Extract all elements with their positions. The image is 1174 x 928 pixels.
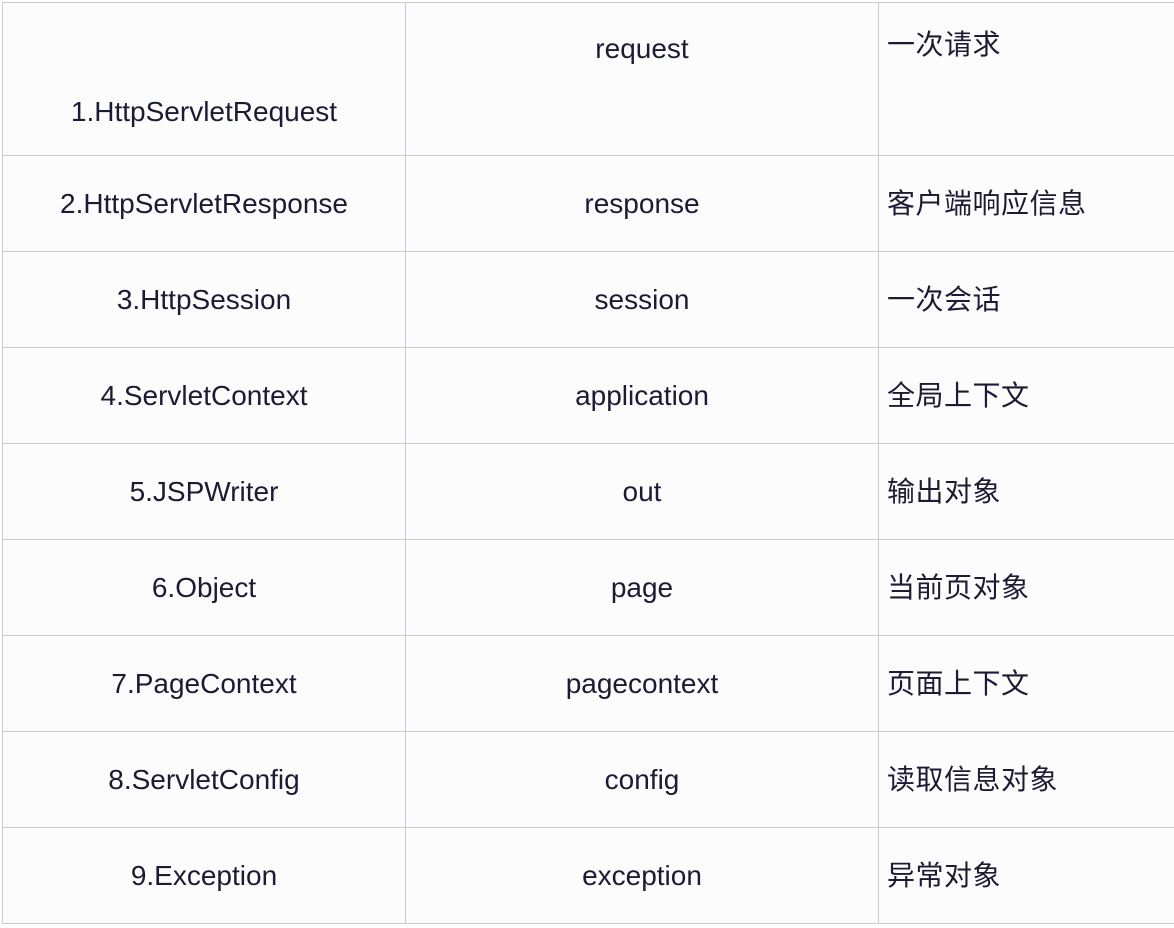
cell-description: 读取信息对象 [878, 731, 1174, 828]
table-row: 3.HttpSession session 一次会话 [2, 251, 1174, 348]
cell-class-name: 7.PageContext [2, 635, 406, 732]
table-row: 4.ServletContext application 全局上下文 [2, 347, 1174, 444]
table-row: 6.Object page 当前页对象 [2, 539, 1174, 636]
table-row: 7.PageContext pagecontext 页面上下文 [2, 635, 1174, 732]
cell-class-name: 5.JSPWriter [2, 443, 406, 540]
cell-description: 异常对象 [878, 827, 1174, 924]
cell-description: 页面上下文 [878, 635, 1174, 732]
cell-implicit-object: application [405, 347, 879, 444]
table-row: 8.ServletConfig config 读取信息对象 [2, 731, 1174, 828]
cell-implicit-object: out [405, 443, 879, 540]
cell-class-name: 1.HttpServletRequest [2, 2, 406, 156]
cell-implicit-object: request [405, 2, 879, 156]
table-row: 1.HttpServletRequest request 一次请求 [2, 2, 1174, 156]
cell-class-name: 9.Exception [2, 827, 406, 924]
cell-class-name: 3.HttpSession [2, 251, 406, 348]
cell-implicit-object: session [405, 251, 879, 348]
table-row: 5.JSPWriter out 输出对象 [2, 443, 1174, 540]
cell-class-name: 8.ServletConfig [2, 731, 406, 828]
cell-implicit-object: config [405, 731, 879, 828]
cell-description: 当前页对象 [878, 539, 1174, 636]
cell-description: 一次会话 [878, 251, 1174, 348]
cell-class-name: 2.HttpServletResponse [2, 155, 406, 252]
cell-implicit-object: response [405, 155, 879, 252]
table-row: 2.HttpServletResponse response 客户端响应信息 [2, 155, 1174, 252]
cell-implicit-object: exception [405, 827, 879, 924]
cell-description: 全局上下文 [878, 347, 1174, 444]
cell-description: 客户端响应信息 [878, 155, 1174, 252]
cell-implicit-object: pagecontext [405, 635, 879, 732]
cell-implicit-object: page [405, 539, 879, 636]
cell-class-name: 4.ServletContext [2, 347, 406, 444]
table-row: 9.Exception exception 异常对象 [2, 827, 1174, 924]
cell-class-name: 6.Object [2, 539, 406, 636]
cell-description: 一次请求 [878, 2, 1174, 156]
cell-description: 输出对象 [878, 443, 1174, 540]
